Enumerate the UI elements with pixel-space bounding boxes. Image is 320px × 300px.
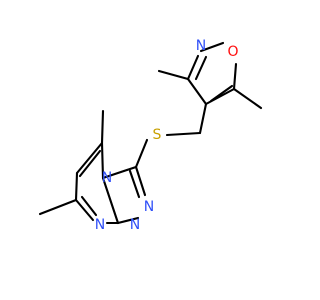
bond [100, 109, 105, 145]
atom-label-nitrogen-pyrimidine: N [95, 217, 105, 233]
bond [209, 84, 234, 103]
bond [198, 102, 208, 135]
atom-label-nitrogen-isoxazole: N [196, 38, 206, 54]
atom-label-nitrogen-triazole-2: N [130, 217, 140, 233]
bond [194, 55, 208, 81]
molecule-canvas: N O S N N N N [38, 38, 263, 233]
bond [74, 198, 95, 222]
atom-label-oxygen-isoxazole: O [227, 44, 238, 60]
bond [75, 141, 104, 175]
bond [232, 62, 238, 91]
bond [116, 216, 140, 225]
bond [128, 169, 141, 199]
bond [101, 176, 120, 225]
bond [186, 77, 208, 106]
bond [100, 141, 105, 180]
molecule-structure: N O S N N N N [38, 38, 263, 233]
bond [157, 69, 190, 81]
bond [134, 138, 149, 169]
bond [204, 87, 236, 106]
bond [232, 87, 263, 110]
bond [78, 149, 102, 178]
atom-labels: N O S N N N N [95, 38, 239, 233]
bond [38, 198, 78, 216]
bond [199, 41, 225, 53]
bond-lines [38, 41, 263, 225]
bond [165, 131, 202, 137]
atom-label-nitrogen-bridgehead: N [102, 170, 112, 186]
atom-label-nitrogen-triazole-1: N [144, 199, 154, 215]
bond [186, 54, 200, 81]
bond [101, 165, 138, 180]
bond [74, 171, 79, 202]
atom-label-sulfur-linker: S [153, 127, 162, 143]
bond [134, 165, 147, 197]
bond [80, 195, 98, 217]
